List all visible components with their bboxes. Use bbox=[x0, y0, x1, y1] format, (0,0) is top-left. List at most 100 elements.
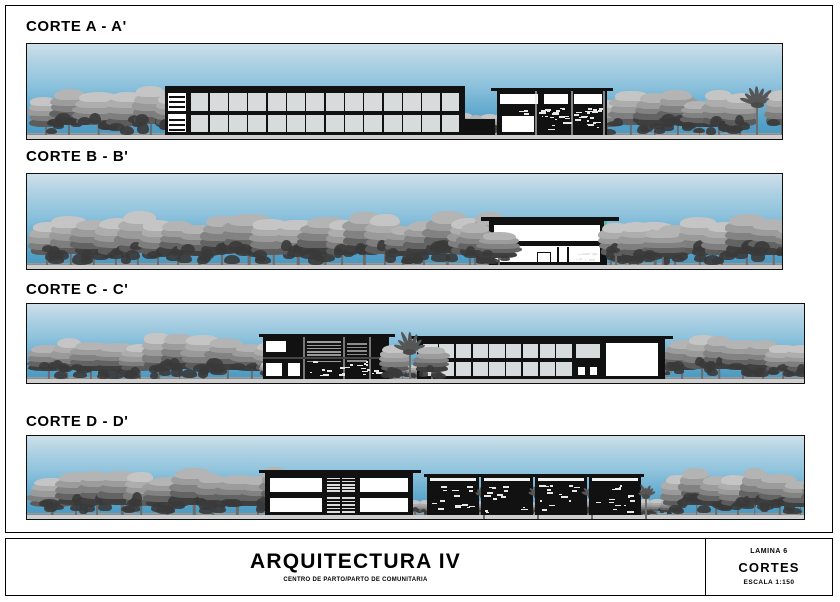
tree bbox=[119, 343, 160, 379]
interior-object bbox=[572, 490, 577, 492]
tree-underbrush bbox=[716, 357, 724, 367]
tree-canopy-layer bbox=[660, 95, 698, 107]
tree-canopy-layer bbox=[149, 477, 187, 487]
tree bbox=[476, 231, 523, 265]
louver-blade bbox=[307, 347, 341, 350]
glass-panel bbox=[325, 114, 344, 132]
louver-blade bbox=[307, 360, 341, 363]
tree-canopy-layer bbox=[133, 105, 171, 118]
tree-underbrush bbox=[420, 508, 426, 513]
tree-underbrush bbox=[694, 254, 708, 263]
tree-underbrush bbox=[787, 368, 802, 377]
interior-object bbox=[558, 493, 563, 495]
louver-blade bbox=[307, 354, 341, 356]
tree-underbrush bbox=[384, 251, 396, 264]
tree-trunk bbox=[149, 115, 152, 135]
tree-underbrush bbox=[663, 361, 679, 371]
interior-object bbox=[564, 117, 571, 120]
tree-underbrush bbox=[650, 122, 666, 130]
tree-underbrush bbox=[632, 254, 644, 262]
tree-canopy-layer bbox=[75, 341, 109, 351]
interior-object bbox=[612, 508, 618, 511]
tree-canopy-layer bbox=[459, 113, 472, 119]
tree-canopy-layer bbox=[174, 467, 212, 479]
interior-object bbox=[320, 375, 325, 377]
interior-object bbox=[609, 502, 615, 504]
tree-canopy-layer bbox=[70, 346, 111, 356]
open-hall bbox=[605, 342, 659, 377]
tree-canopy-layer bbox=[456, 234, 494, 245]
glass-panel bbox=[422, 92, 441, 111]
glass-panel bbox=[539, 361, 555, 376]
tree-canopy-layer bbox=[52, 354, 84, 365]
tree-canopy-layer bbox=[95, 224, 136, 236]
tree-canopy-layer bbox=[483, 231, 517, 240]
tree-canopy-layer bbox=[29, 487, 80, 497]
interior-object bbox=[466, 486, 474, 489]
tree-canopy-layer bbox=[69, 351, 113, 361]
interior-object bbox=[586, 112, 590, 114]
interior-object bbox=[586, 120, 589, 122]
interior-object bbox=[539, 112, 547, 114]
tree-canopy-layer bbox=[386, 231, 421, 241]
tree-canopy-layer bbox=[704, 245, 742, 256]
interior-object bbox=[456, 505, 462, 507]
tree-trunk bbox=[341, 246, 344, 265]
tree-underbrush bbox=[632, 249, 647, 259]
module-roof bbox=[532, 474, 590, 477]
glass-panel bbox=[267, 92, 286, 111]
room-lower-left bbox=[269, 497, 323, 513]
tree-canopy-layer bbox=[408, 504, 424, 508]
tree-canopy-layer bbox=[71, 226, 114, 237]
tree-canopy-layer bbox=[705, 89, 732, 101]
tree-underbrush bbox=[308, 253, 324, 265]
interior-object bbox=[313, 361, 319, 364]
tree-canopy-layer bbox=[103, 103, 153, 114]
tree-underbrush bbox=[703, 255, 722, 265]
tree-underbrush bbox=[354, 242, 366, 254]
palm-crown bbox=[750, 101, 764, 109]
tree-canopy-layer bbox=[785, 349, 804, 358]
tree-underbrush bbox=[41, 500, 55, 508]
tree-underbrush bbox=[782, 369, 794, 378]
ground-line-c bbox=[27, 378, 804, 379]
tree-underbrush bbox=[416, 509, 421, 513]
stair-flight bbox=[169, 106, 185, 108]
tree-canopy-layer bbox=[222, 220, 272, 233]
tree-canopy-layer bbox=[161, 339, 197, 351]
glass-panel bbox=[383, 92, 402, 111]
tree-canopy-layer bbox=[644, 249, 685, 258]
interior-object bbox=[587, 124, 590, 126]
tree-canopy-layer bbox=[472, 508, 488, 512]
tree-underbrush bbox=[254, 255, 271, 264]
roof-slab bbox=[165, 86, 465, 89]
glass-panel bbox=[383, 114, 402, 132]
stair-step bbox=[342, 480, 355, 483]
tree-underbrush bbox=[314, 251, 335, 262]
tree-canopy-layer bbox=[471, 506, 489, 511]
interior-object bbox=[593, 108, 597, 111]
section-drawing-c bbox=[26, 303, 805, 384]
glass-panel bbox=[522, 343, 539, 358]
tree-canopy-layer bbox=[784, 354, 804, 363]
tree-canopy-layer bbox=[76, 483, 115, 494]
tree-underbrush bbox=[484, 257, 497, 263]
tree-canopy-layer bbox=[481, 113, 498, 119]
tree-canopy-layer bbox=[641, 239, 687, 248]
glass-panel bbox=[455, 361, 472, 376]
tree bbox=[68, 219, 117, 265]
tree-canopy-layer bbox=[724, 339, 758, 349]
interior-object bbox=[438, 508, 445, 510]
tree bbox=[800, 476, 804, 515]
tree-trunk bbox=[383, 244, 386, 265]
louver-blade bbox=[347, 360, 367, 362]
tree-trunk bbox=[68, 116, 71, 135]
tree-canopy-layer bbox=[721, 355, 765, 365]
tree bbox=[764, 345, 802, 379]
tree-canopy-layer bbox=[613, 114, 652, 126]
glass-panel bbox=[306, 92, 325, 111]
interior-object bbox=[585, 110, 592, 113]
tree-underbrush bbox=[81, 253, 94, 265]
tree-underbrush bbox=[465, 246, 476, 254]
